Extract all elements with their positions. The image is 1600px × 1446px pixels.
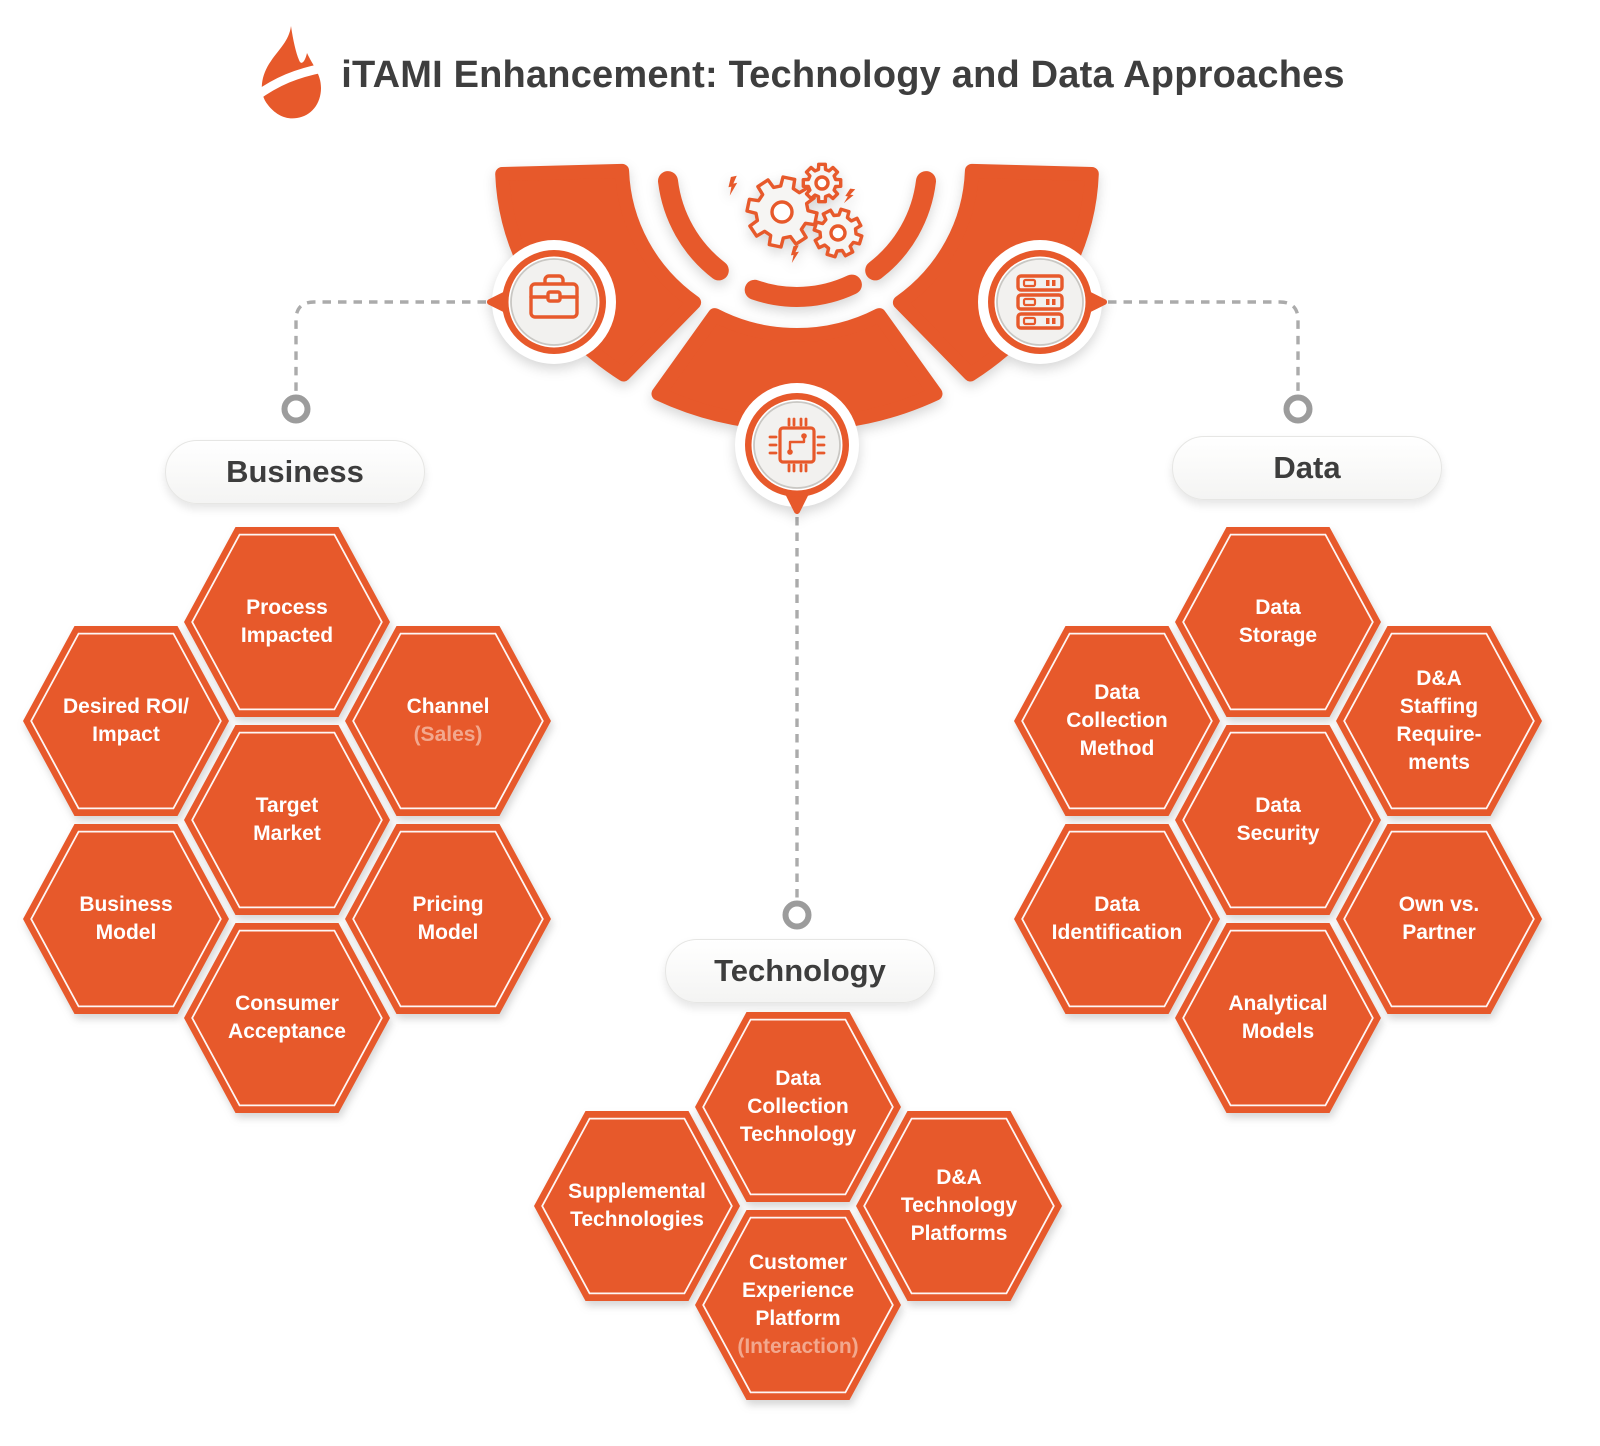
hex-label: Analytical Models <box>1228 992 1328 1043</box>
hex-label: Data Collection Method <box>1066 681 1168 760</box>
hex-label: Data Storage <box>1238 596 1318 647</box>
branch-pill-technology: Technology <box>665 939 935 1003</box>
connector-data <box>1108 300 1300 394</box>
hex-label: Target Market <box>253 794 321 845</box>
hex-data-collection-technology: Data Collection Technology <box>695 1012 901 1202</box>
connector-ring-technology <box>782 900 812 930</box>
briefcase-icon <box>529 274 579 319</box>
branch-pill-data: Data <box>1172 436 1442 500</box>
hex-label: Process Impacted <box>240 596 334 647</box>
gears-icon <box>745 162 864 259</box>
flame-icon <box>255 26 324 119</box>
hex-supplemental-technologies: Supplemental Technologies <box>534 1111 740 1301</box>
hex-da-technology-platforms: D&A Technology Platforms <box>856 1111 1062 1301</box>
hex-consumer-acceptance: Consumer Acceptance <box>184 923 390 1113</box>
hex-label: Data Security <box>1236 794 1320 845</box>
hex-pricing-model: Pricing Model <box>345 824 551 1014</box>
hex-da-staffing-requirements: D&A Staffing Require- ments <box>1336 626 1542 816</box>
hex-label: Data Identification <box>1051 893 1183 944</box>
server-stack-icon <box>1016 274 1064 330</box>
hex-business-model: Business Model <box>23 824 229 1014</box>
hex-channel-sales: Channel (Sales) <box>345 626 551 816</box>
hex-own-vs-partner: Own vs. Partner <box>1336 824 1542 1014</box>
header: iTAMI Enhancement: Technology and Data A… <box>0 24 1600 126</box>
connector-business <box>294 300 486 394</box>
branch-label-business: Business <box>226 454 364 489</box>
hex-sublabel: (Interaction) <box>737 1334 859 1358</box>
page-title: iTAMI Enhancement: Technology and Data A… <box>341 53 1345 96</box>
hex-sublabel: (Sales) <box>413 723 483 746</box>
connector-lines <box>281 300 1313 930</box>
hex-data-collection-method: Data Collection Method <box>1014 626 1220 816</box>
hex-desired-roi-impact: Desired ROI/ Impact <box>23 626 229 816</box>
hex-label: Pricing Model <box>412 893 484 944</box>
hex-data-storage: Data Storage <box>1175 527 1381 717</box>
connector-ring-data <box>1283 394 1313 424</box>
circuit-chip-icon <box>768 417 826 473</box>
fan-arc <box>487 162 1107 514</box>
hex-label: D&A Technology Platforms <box>900 1166 1018 1245</box>
branch-label-technology: Technology <box>714 953 886 988</box>
hex-data-security: Data Security <box>1175 725 1381 915</box>
hex-process-impacted: Process Impacted <box>184 527 390 717</box>
branch-pill-business: Business <box>165 440 425 504</box>
hex-label: Business Model <box>79 893 173 944</box>
hex-data-identification: Data Identification <box>1014 824 1220 1014</box>
hex-label: D&A Staffing Require- ments <box>1396 667 1482 774</box>
hex-label: Supplemental Technologies <box>568 1180 706 1231</box>
hex-customer-experience-platform: Customer Experience Platform (Interaction… <box>695 1210 901 1400</box>
hex-label: Consumer Acceptance <box>228 992 346 1043</box>
hex-label: Channel <box>406 695 490 719</box>
hex-target-market: Target Market <box>184 725 390 915</box>
connector-ring-business <box>281 394 311 424</box>
hex-label: Desired ROI/ Impact <box>62 695 190 746</box>
branch-label-data: Data <box>1273 450 1341 485</box>
lightning-bolt-icon <box>728 175 856 263</box>
hex-label: Data Collection Technology <box>739 1067 857 1146</box>
hex-label: Own vs. Partner <box>1398 893 1480 944</box>
hex-label: Customer Experience Platform <box>741 1251 855 1330</box>
hex-analytical-models: Analytical Models <box>1175 923 1381 1113</box>
